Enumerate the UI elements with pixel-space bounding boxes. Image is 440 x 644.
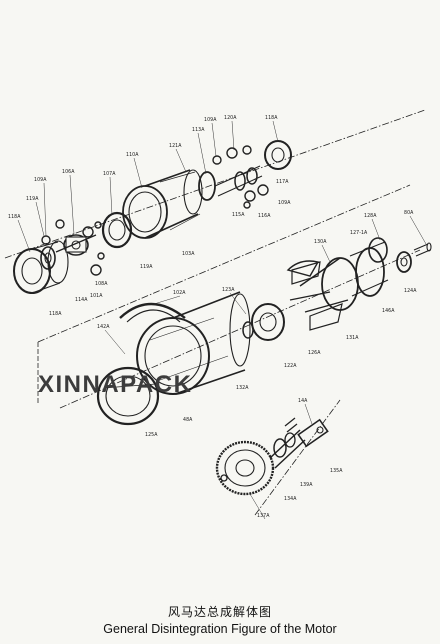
inlet-fitting-139a — [269, 429, 306, 469]
shaft-115a — [214, 165, 263, 197]
gear-137a — [220, 474, 228, 482]
part-label: 142A — [97, 324, 110, 330]
part-label: 146A — [382, 308, 395, 314]
cylinder-sleeve-102a — [119, 302, 186, 323]
bearing-114a — [40, 246, 56, 270]
leader-lines — [17, 120, 427, 520]
nut-124a — [396, 251, 412, 273]
figure-caption-english: General Disintegration Figure of the Mot… — [103, 622, 337, 636]
part-label: 118A — [265, 115, 278, 121]
part-label: 110A — [126, 152, 139, 158]
part-label: 117A — [276, 179, 289, 185]
part-label: 123A — [222, 287, 235, 293]
watermark-text: XINNAPACK — [38, 371, 192, 398]
part-label: 134A — [284, 496, 297, 502]
part-label: 137A — [257, 513, 270, 519]
part-label: 109A — [34, 177, 47, 183]
bearing-128a — [368, 237, 388, 263]
part-label: 116A — [258, 213, 271, 219]
lower-assembly-axis — [254, 399, 341, 516]
part-label: 119A — [26, 196, 39, 202]
part-label: 113A — [192, 127, 205, 133]
part-label: 132A — [236, 385, 249, 391]
part-label: 48A — [183, 417, 193, 423]
end-screw-80a — [413, 242, 432, 257]
fan-blade-130a — [286, 260, 320, 277]
part-label: 109A — [204, 117, 217, 123]
part-label: 101A — [90, 293, 103, 299]
part-label: 107A — [103, 171, 116, 177]
part-label: 125A — [145, 432, 158, 438]
figure-caption-chinese: 风马达总成解体图 — [167, 605, 272, 619]
part-label: 114A — [75, 297, 88, 303]
part-label: 120A — [224, 115, 237, 121]
part-label: 130A — [314, 239, 327, 245]
part-label: 128A — [364, 213, 377, 219]
part-label: 118A — [8, 214, 21, 220]
motor-exploded-diagram: 109A 118A 119A 106A 107A 110A 121A 109A … — [4, 109, 432, 520]
part-label: 109A — [278, 200, 291, 206]
part-label: 14A — [298, 398, 308, 404]
part-label: 139A — [300, 482, 313, 488]
part-label: 106A — [62, 169, 75, 175]
part-label: 108A — [95, 281, 108, 287]
part-label: 124A — [404, 288, 417, 294]
part-label: 118A — [49, 311, 62, 317]
rotor-vane-assembly-131a — [289, 257, 359, 331]
part-label: 122A — [284, 363, 297, 369]
spacer-ring-107a — [101, 211, 133, 249]
part-label: 80A — [404, 210, 414, 216]
middle-section-divider-line — [37, 184, 411, 343]
part-label: 126A — [308, 350, 321, 356]
inlet-gear-ring-134a — [215, 440, 275, 496]
valve-spindle-14a — [284, 417, 329, 448]
rotor-hub-106a — [55, 234, 97, 256]
part-label: 115A — [232, 212, 245, 218]
part-label: 121A — [169, 143, 182, 149]
part-label: 135A — [330, 468, 343, 474]
part-label: 127-1A — [350, 230, 368, 236]
front-housing-146a — [349, 241, 389, 297]
part-label: 131A — [346, 335, 359, 341]
gear-set-upper-right — [212, 145, 269, 209]
part-label-group: 109A 118A 119A 106A 107A 110A 121A 109A … — [8, 115, 417, 519]
end-cap-118a — [13, 240, 69, 294]
part-label: 103A — [182, 251, 195, 257]
middle-assembly-axis — [59, 249, 421, 409]
planet-carrier-110a — [122, 169, 203, 239]
end-plate-125a — [96, 366, 160, 426]
bearing-118a-right — [264, 140, 292, 170]
part-label: 119A — [140, 264, 153, 270]
part-label: 102A — [173, 290, 186, 296]
bearing-122a — [242, 303, 285, 341]
cylinder-132a — [136, 291, 251, 395]
